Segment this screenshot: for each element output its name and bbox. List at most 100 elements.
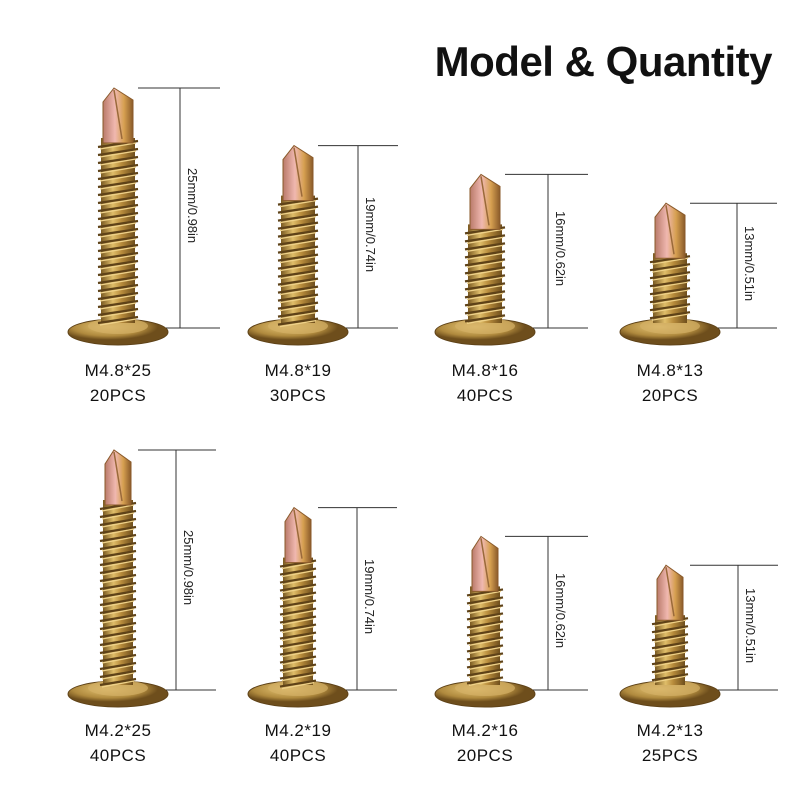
screw-thread-highlight	[281, 602, 315, 610]
screw-thread-highlight	[281, 594, 315, 602]
screw-thread	[277, 237, 319, 246]
screw-thread	[466, 604, 504, 613]
screw-thread	[99, 517, 137, 527]
screw-thread	[279, 663, 317, 672]
screw-thread-highlight	[653, 643, 687, 651]
screw-thread	[466, 652, 504, 661]
screw-thread-highlight	[101, 520, 135, 528]
model-label: M4.2*19	[264, 721, 332, 740]
quantity-label: 30PCS	[269, 386, 327, 405]
screw-thread	[97, 227, 139, 237]
screw-thread	[97, 203, 139, 213]
screw-thread-highlight	[466, 236, 504, 244]
screw-thread-highlight	[466, 284, 504, 292]
quantity-label: 20PCS	[641, 386, 699, 405]
screw-thread-highlight	[466, 252, 504, 260]
screw-thread-highlight	[653, 619, 687, 627]
screw-thread	[99, 581, 137, 591]
screw-thread-highlight	[468, 614, 502, 622]
screw-thread-highlight	[99, 270, 137, 278]
screw-thread-highlight	[99, 142, 137, 150]
screw-thread	[464, 266, 506, 275]
screw-thread	[97, 147, 139, 157]
screw-thread-highlight	[651, 313, 689, 321]
screw-thread	[97, 163, 139, 173]
screw-thread	[277, 269, 319, 278]
screw-thread	[99, 605, 137, 615]
screw-thread-highlight	[279, 216, 317, 224]
screw-thread	[97, 171, 139, 181]
screw-thread-highlight	[101, 560, 135, 568]
screw-thread	[279, 647, 317, 656]
screw-thread-highlight	[653, 667, 687, 675]
screw-thread	[277, 277, 319, 286]
screw-thread	[99, 509, 137, 519]
screw-label: M4.8*16 40PCS	[415, 358, 555, 408]
screw-thread	[279, 615, 317, 624]
screw-thread-highlight	[468, 630, 502, 638]
screw-thread-highlight	[651, 289, 689, 297]
screw-thread	[651, 633, 689, 642]
screw-thread	[279, 639, 317, 648]
dimension-label: 19mm/0.74in	[363, 196, 378, 272]
screw-thread-highlight	[281, 658, 315, 666]
model-label: M4.8*16	[451, 361, 519, 380]
screw-thread-highlight	[101, 592, 135, 600]
screw-thread	[279, 679, 317, 688]
screw-thread	[97, 275, 139, 285]
screw-thread	[99, 533, 137, 543]
screw-thread	[464, 314, 506, 323]
screw-thread-highlight	[99, 214, 137, 222]
screw-thread	[464, 250, 506, 259]
screw-thread	[97, 315, 139, 325]
screw-thread-highlight	[279, 248, 317, 256]
screw-thread-highlight	[279, 232, 317, 240]
screw-thread	[466, 620, 504, 629]
screw-thread	[649, 303, 691, 312]
model-label: M4.2*16	[451, 721, 519, 740]
screw-thread-highlight	[281, 586, 315, 594]
screw-thread	[466, 596, 504, 605]
screw-thread	[279, 607, 317, 616]
drill-flute	[665, 205, 675, 255]
screw-thread-highlight	[101, 680, 135, 688]
screw-thread-highlight	[279, 240, 317, 248]
screw-thread	[97, 187, 139, 197]
screw-thread-highlight	[99, 286, 137, 294]
screw-thread	[277, 213, 319, 222]
screw-thread	[279, 567, 317, 576]
screw-thread-highlight	[281, 562, 315, 570]
screw-thread-highlight	[279, 224, 317, 232]
quantity-label: 40PCS	[456, 386, 514, 405]
screw-thread	[649, 311, 691, 320]
screw-thread	[466, 612, 504, 621]
screw-thread-highlight	[468, 622, 502, 630]
page-title: Model & Quantity	[434, 38, 773, 85]
screw-thread	[99, 621, 137, 631]
screw-thread	[466, 676, 504, 685]
screw-thread-highlight	[466, 292, 504, 300]
screw-thread	[651, 649, 689, 658]
screw-thread-highlight	[99, 254, 137, 262]
screw-thread	[279, 671, 317, 680]
screw-thread	[649, 295, 691, 304]
screw-thread-highlight	[279, 296, 317, 304]
screw-thread	[97, 243, 139, 253]
screw-thread-highlight	[651, 297, 689, 305]
screw-thread-highlight	[653, 635, 687, 643]
screw-thread	[99, 677, 137, 687]
screw-thread-highlight	[279, 200, 317, 208]
screw-thread	[97, 179, 139, 189]
screw-thread-highlight	[99, 238, 137, 246]
screw-thread-highlight	[466, 300, 504, 308]
screw-thread-highlight	[466, 228, 504, 236]
screw-thread-highlight	[99, 310, 137, 318]
screw-thread-highlight	[101, 616, 135, 624]
screw-thread-highlight	[281, 578, 315, 586]
screw-thread-highlight	[468, 598, 502, 606]
screw-thread-highlight	[101, 504, 135, 512]
screw-thread-highlight	[651, 257, 689, 265]
screw-thread-highlight	[468, 654, 502, 662]
